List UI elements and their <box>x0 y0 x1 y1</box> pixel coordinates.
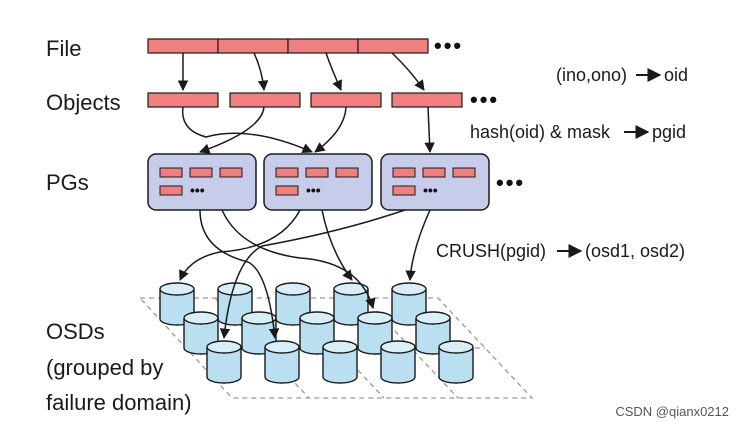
ino-ono-text: (ino,ono) <box>556 65 628 85</box>
pgs-label: PGs <box>46 170 89 195</box>
objects-ellipsis: ••• <box>470 87 500 112</box>
file-ellipsis: ••• <box>434 33 464 58</box>
file-label: File <box>46 36 82 61</box>
pg-ellipsis: ••• <box>190 182 205 198</box>
pg-box <box>147 153 257 211</box>
file-to-object-arrows <box>177 52 425 92</box>
pg-box <box>263 153 373 211</box>
pg-ellipsis: ••• <box>423 182 438 198</box>
pg-box <box>380 153 490 211</box>
oid-text: oid <box>664 65 689 85</box>
crush-text: CRUSH(pgid) <box>436 241 547 261</box>
pg-to-osd-arrows <box>179 209 431 340</box>
osds-label: OSDs <box>46 319 105 344</box>
annotation-arrows <box>557 68 662 258</box>
pg-ellipsis: ••• <box>306 182 321 198</box>
watermark: CSDN @qianx0212 <box>615 404 729 419</box>
object-to-pg-arrows <box>181 106 435 154</box>
pg-boxes <box>147 153 490 211</box>
object-boxes <box>147 92 463 108</box>
osds-failure-domain-label: failure domain) <box>46 390 192 415</box>
osds-grouping-label: (grouped by <box>46 355 164 380</box>
pgs-ellipsis: ••• <box>496 170 526 195</box>
hash-mask-text: hash(oid) & mask <box>470 122 611 142</box>
objects-label: Objects <box>46 90 121 115</box>
osd-pair-text: (osd1, osd2) <box>585 241 686 261</box>
file-strip <box>147 38 429 54</box>
pgid-text: pgid <box>652 122 687 142</box>
